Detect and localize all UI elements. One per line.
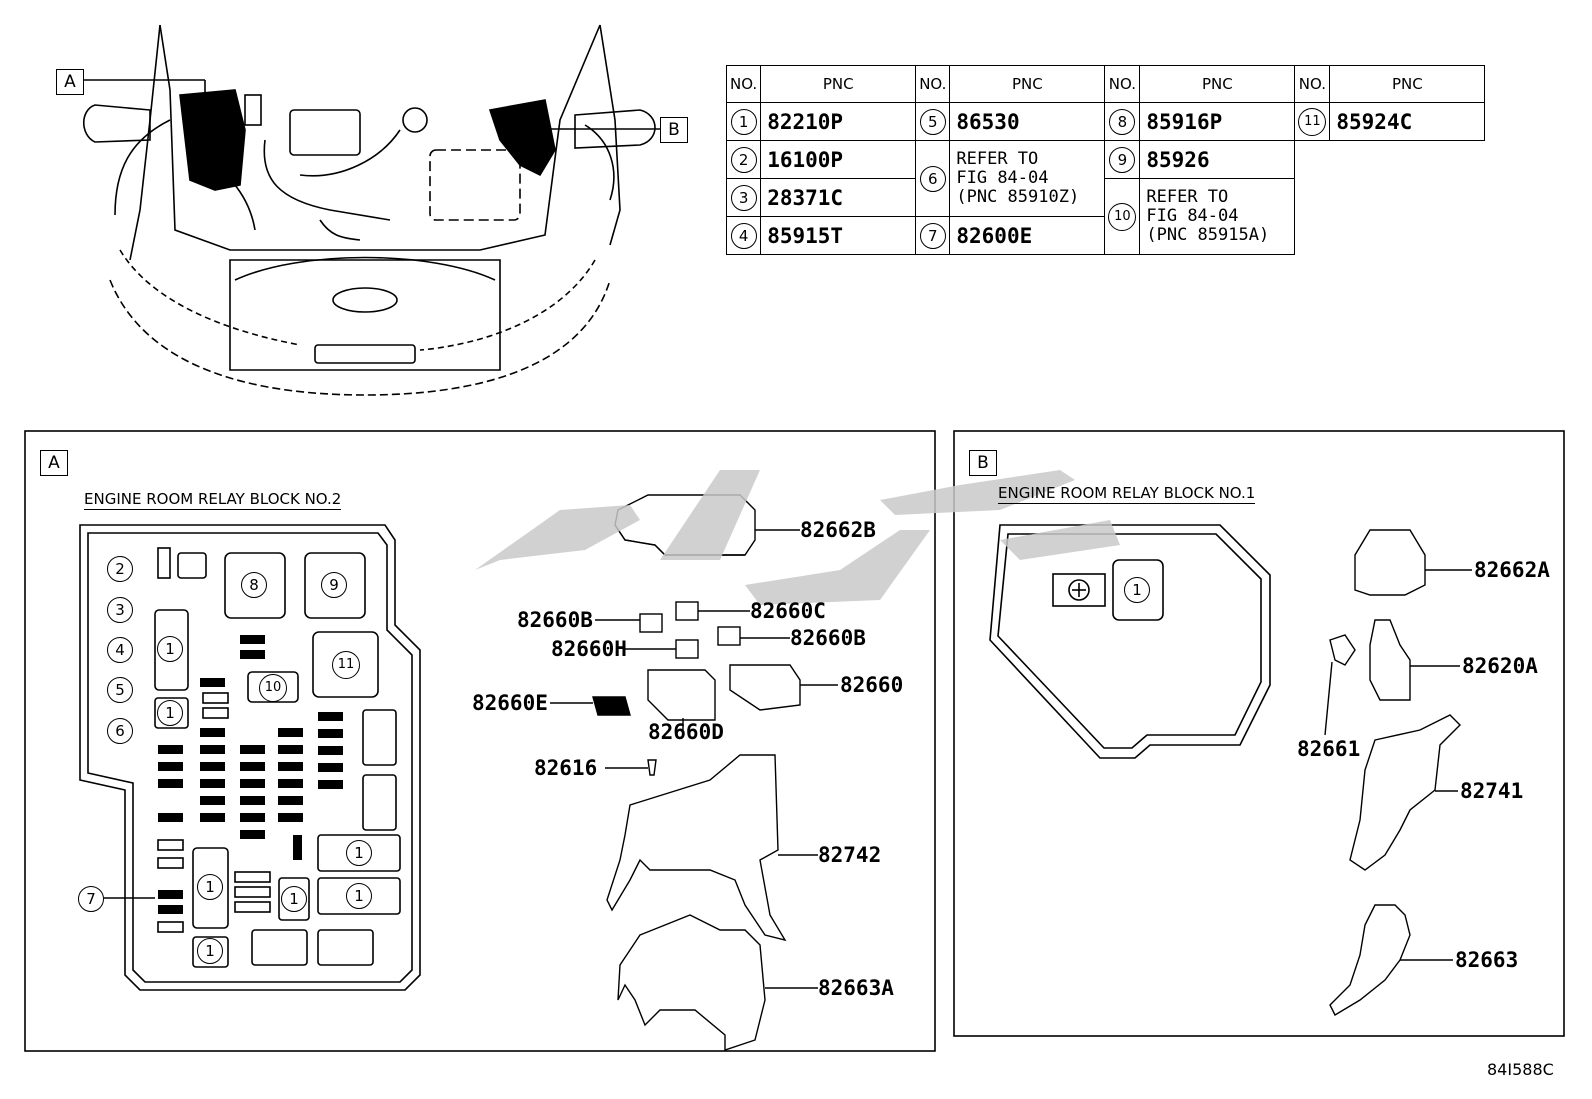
header-pnc: PNC [949,65,1106,103]
layout-marker: 2 [107,556,133,582]
panel-b-frame [953,430,1565,1037]
layout-marker: 1 [197,874,223,900]
table-row: 4 85915T 7 82600E [725,216,1485,255]
layout-marker: 1 [157,700,183,726]
part-label: 82661 [1297,737,1361,761]
layout-marker: 8 [241,572,267,598]
part-label: 82663A [818,976,894,1000]
part-label: 82660D [648,720,724,744]
layout-marker: 7 [78,886,104,912]
part-label: 82741 [1460,779,1524,803]
row-number: 3 [730,184,757,211]
ref-line: FIG 84-04 [1146,206,1239,226]
part-label: 82660 [840,673,904,697]
pnc-value: 85924C [1329,102,1486,141]
row-number: 5 [919,108,946,135]
layout-marker: 1 [346,883,372,909]
layout-marker: 3 [107,597,133,623]
layout-marker: 9 [321,572,347,598]
row-number: 11 [1298,107,1327,136]
part-label: 82616 [534,756,598,780]
header-pnc: PNC [1329,65,1486,103]
header-pnc: PNC [1139,65,1296,103]
layout-marker: 6 [107,718,133,744]
pnc-value: 85926 [1139,140,1296,179]
part-label: 82662B [800,518,876,542]
pnc-value: 28371C [760,178,917,217]
ref-line: (PNC 85915A) [1146,225,1270,245]
layout-marker: 11 [332,651,360,679]
layout-marker: 10 [259,674,287,702]
callout-a: A [56,69,84,95]
panel-a-frame [24,430,936,1052]
panel-b-tag: B [969,450,997,476]
pnc-table: NO. PNC NO. PNC NO. PNC NO. PNC 1 82210P… [725,65,1486,255]
part-label: 82662A [1474,558,1550,582]
layout-marker: 1 [346,840,372,866]
watermark-logo [475,470,1120,605]
row-number: 1 [730,108,757,135]
pnc-reference: REFER TO FIG 84-04 (PNC 85915A) [1139,178,1296,255]
pnc-value: 86530 [949,102,1106,141]
part-label: 82660B [790,626,866,650]
pnc-value: 85916P [1139,102,1296,141]
ref-line: REFER TO [956,149,1039,169]
ref-line: FIG 84-04 [956,168,1049,188]
layout-marker: 1 [157,636,183,662]
row-number: 8 [1109,108,1136,135]
table-header-row: NO. PNC NO. PNC NO. PNC NO. PNC [725,65,1486,103]
row-number: 9 [1109,146,1136,173]
relay-block-1-layout [989,524,1271,759]
callout-b: B [660,117,688,143]
table-row: 2 16100P 6 REFER TO FIG 84-04 (PNC 85910… [725,140,1485,217]
vehicle-engine-bay-drawing [82,24,660,396]
pnc-value: 85915T [760,216,917,255]
layout-marker: 4 [107,637,133,663]
layout-marker: 1 [1124,577,1150,603]
header-no: NO. [915,65,951,103]
pnc-value: 82210P [760,102,917,141]
header-no: NO. [725,65,762,103]
layout-marker: 5 [107,677,133,703]
pnc-reference: REFER TO FIG 84-04 (PNC 85910Z) [949,140,1106,217]
layout-marker: 1 [281,886,307,912]
part-label: 82620A [1462,654,1538,678]
row-number: 6 [919,165,946,192]
relay-block-2-fuses [158,635,343,914]
part-label: 82660H [551,637,627,661]
table-row: 3 28371C 10 REFER TO FIG 84-04 (PNC 8591… [725,178,1485,255]
panel-a-title: ENGINE ROOM RELAY BLOCK NO.2 [84,490,342,510]
pnc-value: 82600E [949,216,1106,255]
header-pnc: PNC [760,65,917,103]
ref-line: (PNC 85910Z) [956,187,1080,207]
row-number: 7 [919,222,946,249]
row-number: 2 [730,146,757,173]
part-label: 82660B [517,608,593,632]
ref-line: REFER TO [1146,187,1229,207]
header-no: NO. [1294,65,1331,103]
row-number: 10 [1108,202,1137,231]
layout-marker: 1 [197,938,223,964]
panel-b-title: ENGINE ROOM RELAY BLOCK NO.1 [998,484,1256,504]
figure-id: 84I588C [1487,1060,1554,1079]
table-row: 1 82210P 5 86530 8 85916P 11 85924C [725,102,1486,141]
part-label: 82742 [818,843,882,867]
row-number: 4 [730,222,757,249]
panel-a-tag: A [40,450,68,476]
pnc-value: 16100P [760,140,917,179]
part-label: 82660E [472,691,548,715]
parts-panel-b [1324,529,1472,1016]
relay-block-2-layout [79,524,421,991]
header-no: NO. [1104,65,1141,103]
part-label: 82660C [750,599,826,623]
part-label: 82663 [1455,948,1519,972]
